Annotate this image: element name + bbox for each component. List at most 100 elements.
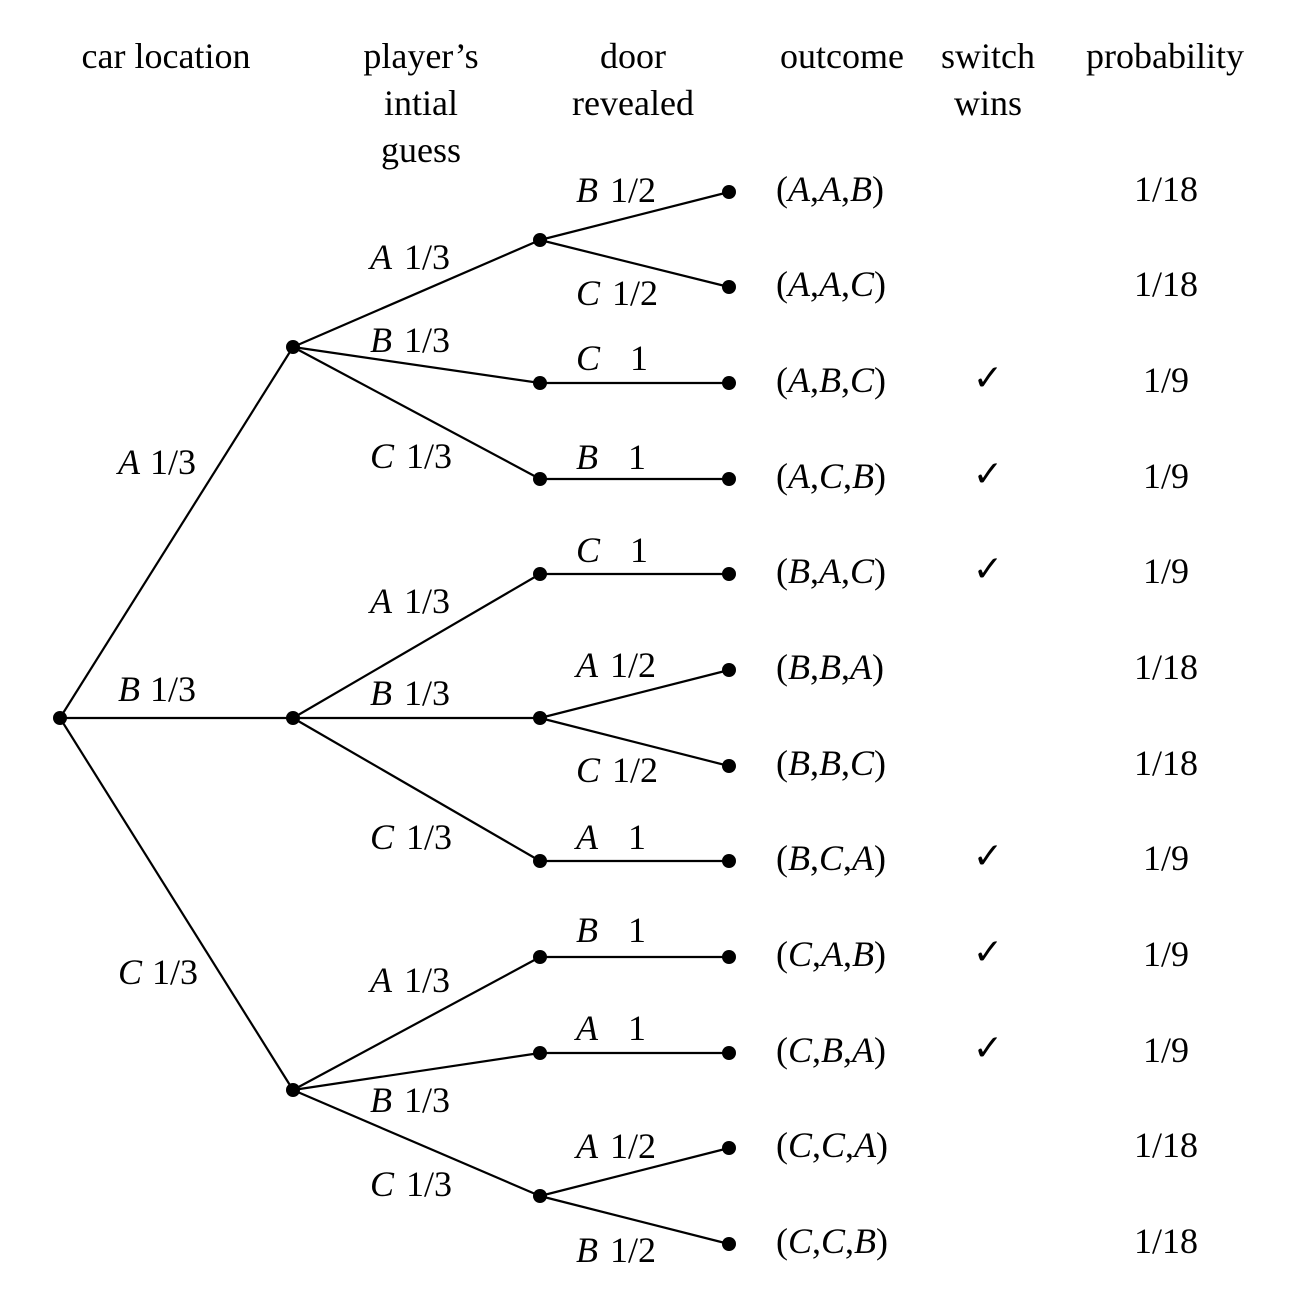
leaf-node bbox=[722, 185, 736, 199]
initial-guess-node bbox=[533, 472, 547, 486]
tree-nodes bbox=[53, 185, 736, 1251]
reveal-branch-edge bbox=[539, 190, 730, 242]
switch-wins-check-icon: ✓ bbox=[973, 836, 1003, 877]
header-initial-guess-line-3: guess bbox=[381, 130, 461, 170]
outcome-probability: 1/9 bbox=[1143, 934, 1189, 974]
car-location-node bbox=[286, 711, 300, 725]
header-door-revealed-line-1: door bbox=[600, 36, 666, 76]
column-headers: car location player’s intial guess door … bbox=[82, 36, 1244, 170]
outcome-tuple: (B,B,A) bbox=[776, 647, 884, 687]
outcome-tuple: (B,C,A) bbox=[776, 838, 886, 878]
leaf-node bbox=[722, 759, 736, 773]
header-switch-wins-line-2: wins bbox=[954, 83, 1022, 123]
outcome-probability: 1/18 bbox=[1134, 743, 1198, 783]
outcome-tuple: (A,A,B) bbox=[776, 169, 884, 209]
outcome-tuple: (C,C,B) bbox=[776, 1221, 888, 1261]
header-door-revealed-line-2: revealed bbox=[572, 83, 694, 123]
initial-guess-node bbox=[533, 1189, 547, 1203]
reveal-branch-edge bbox=[539, 1146, 730, 1198]
header-probability: probability bbox=[1086, 36, 1244, 76]
header-outcome: outcome bbox=[780, 36, 904, 76]
guess-branch-edge bbox=[292, 717, 541, 862]
leaf-node bbox=[722, 1237, 736, 1251]
switch-wins-check-icon: ✓ bbox=[973, 549, 1003, 590]
initial-guess-node bbox=[533, 233, 547, 247]
outcome-probability: 1/18 bbox=[1134, 264, 1198, 304]
reveal-branch-edge bbox=[539, 1194, 730, 1246]
switch-wins-check-icon: ✓ bbox=[973, 358, 1003, 399]
outcome-probability: 1/9 bbox=[1143, 1030, 1189, 1070]
switch-wins-check-icon: ✓ bbox=[973, 454, 1003, 495]
reveal-branch-edge bbox=[539, 668, 730, 720]
leaf-node bbox=[722, 376, 736, 390]
outcome-tuple: (C,B,A) bbox=[776, 1030, 886, 1070]
outcome-probability: 1/9 bbox=[1143, 551, 1189, 591]
initial-guess-node bbox=[533, 711, 547, 725]
initial-guess-node bbox=[533, 1046, 547, 1060]
leaf-node bbox=[722, 1046, 736, 1060]
outcome-probability: 1/18 bbox=[1134, 1221, 1198, 1261]
tree-edges bbox=[59, 190, 730, 1246]
guess-branch-edge bbox=[292, 1088, 541, 1198]
initial-guess-node bbox=[533, 376, 547, 390]
guess-branch-edge bbox=[292, 238, 541, 349]
root-node bbox=[53, 711, 67, 725]
guess-branch-edge bbox=[292, 346, 541, 480]
outcome-tuple: (C,C,A) bbox=[776, 1125, 888, 1165]
guess-branch-edge bbox=[292, 573, 541, 719]
switch-wins-check-icon: ✓ bbox=[973, 1028, 1003, 1069]
reveal-branch-edge bbox=[539, 238, 730, 289]
header-initial-guess-line-1: player’s bbox=[363, 36, 478, 76]
outcome-probability: 1/9 bbox=[1143, 456, 1189, 496]
leaf-node bbox=[722, 950, 736, 964]
outcome-probability: 1/18 bbox=[1134, 169, 1198, 209]
car-location-node bbox=[286, 1083, 300, 1097]
outcome-rows: (A,A,B)1/18(A,A,C)1/18(A,B,C)✓1/9(A,C,B)… bbox=[776, 169, 1198, 1261]
guess-branch-edge bbox=[292, 1051, 541, 1092]
leaf-node bbox=[722, 663, 736, 677]
car-branch-edge-a bbox=[59, 346, 294, 719]
reveal-branch-edge bbox=[539, 716, 730, 768]
car-branch-edge-c bbox=[59, 717, 294, 1091]
outcome-tuple: (C,A,B) bbox=[776, 934, 886, 974]
outcome-probability: 1/18 bbox=[1134, 1125, 1198, 1165]
header-switch-wins-line-1: switch bbox=[941, 36, 1035, 76]
header-car-location: car location bbox=[82, 36, 251, 76]
leaf-node bbox=[722, 472, 736, 486]
switch-wins-check-icon: ✓ bbox=[973, 932, 1003, 973]
outcome-tuple: (A,A,C) bbox=[776, 264, 886, 304]
outcome-tuple: (B,B,C) bbox=[776, 743, 886, 783]
leaf-node bbox=[722, 280, 736, 294]
outcome-probability: 1/9 bbox=[1143, 360, 1189, 400]
outcome-probability: 1/9 bbox=[1143, 838, 1189, 878]
leaf-node bbox=[722, 1141, 736, 1155]
outcome-tuple: (B,A,C) bbox=[776, 551, 886, 591]
guess-branch-edge bbox=[292, 956, 541, 1091]
outcome-probability: 1/18 bbox=[1134, 647, 1198, 687]
car-location-node bbox=[286, 340, 300, 354]
